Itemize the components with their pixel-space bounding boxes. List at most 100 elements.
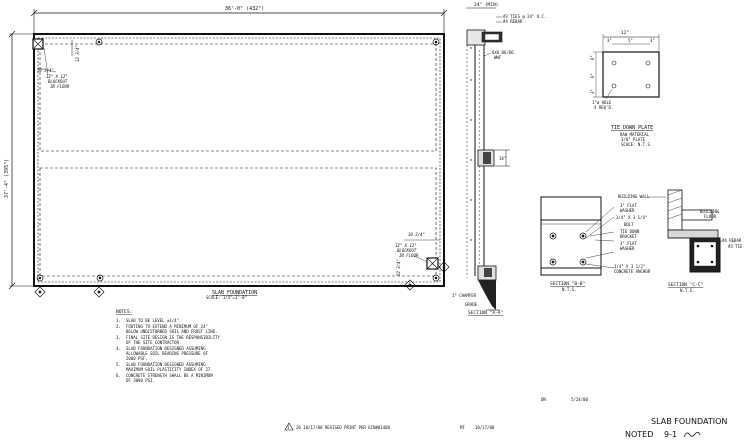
svg-text:3.: 3.: [116, 335, 121, 340]
scale-label: NOTED: [625, 430, 653, 439]
svg-text:TIE DOWN: TIE DOWN: [620, 229, 640, 234]
svg-text:6": 6": [590, 73, 595, 78]
blockout-bottom-right: 10 3/4" 12" X 12" BLOCKOUT IN FLOOR 22 3…: [395, 232, 440, 276]
svg-text:RAW MATERIAL: RAW MATERIAL: [620, 132, 649, 137]
revision-text: 20 10/17/00 REVISED PRINT PER ECN#01488: [296, 425, 391, 430]
svg-text:#4 REBAR: #4 REBAR: [722, 238, 742, 243]
general-notes: NOTES: 1. SLAB TO BE LEVEL ±1/4" 2. FOOT…: [116, 309, 221, 383]
svg-text:1"ø HOLE: 1"ø HOLE: [592, 100, 612, 105]
svg-text:18": 18": [499, 156, 506, 161]
tie-down-markers: [36, 38, 440, 282]
svg-text:BUILDING: BUILDING: [700, 209, 720, 214]
svg-text:5.: 5.: [116, 362, 121, 367]
section-b-labels: BUILDING WALL 3" FLAT WASHER 3/4" X 3 1/…: [614, 194, 666, 274]
svg-text:FINAL SITE DESIGN IS THE RESPO: FINAL SITE DESIGN IS THE RESPONSIBILITY: [126, 335, 221, 340]
svg-text:BUILDING WALL: BUILDING WALL: [618, 194, 650, 199]
svg-text:10/17/00: 10/17/00: [475, 425, 495, 430]
svg-text:10 3/4": 10 3/4": [408, 232, 425, 237]
notes-heading: NOTES:: [116, 309, 132, 315]
svg-text:3": 3": [607, 38, 612, 43]
svg-text:6X6 D6/D6: 6X6 D6/D6: [492, 50, 514, 55]
initials-signature: [683, 431, 701, 438]
svg-text:ALLOWABLE SOIL BEARING PRESSUR: ALLOWABLE SOIL BEARING PRESSURE OF: [126, 351, 208, 356]
svg-text:OF THE SITE CONTRACTOR.: OF THE SITE CONTRACTOR.: [126, 340, 181, 345]
svg-text:WWF: WWF: [494, 55, 502, 60]
slab-plan: 36'-0" (432") 37'-4" (395"): [4, 6, 450, 300]
drawn-by: DN: [541, 397, 546, 402]
svg-text:BLOCKOUT: BLOCKOUT: [48, 79, 68, 84]
svg-text:CONCRETE ANCHOR: CONCRETE ANCHOR: [614, 269, 651, 274]
svg-text:GRADE: GRADE: [465, 302, 478, 307]
notes-list: 1. SLAB TO BE LEVEL ±1/4" 2. FOOTING TO …: [116, 318, 221, 383]
svg-text:24" (MIN): 24" (MIN): [474, 2, 498, 8]
svg-text:IN FLOOR: IN FLOOR: [50, 84, 70, 89]
plate-outline: [602, 51, 660, 98]
title-block: DN 5/24/00 1 20 10/17/00 REVISED PRINT P…: [284, 397, 727, 439]
svg-text:12 3/4": 12 3/4": [75, 45, 80, 62]
tie-down-plate: 12" 3" 5" 3" 6" 6" 3" 1"ø HOLE 4 REQ'D. …: [590, 30, 660, 147]
svg-text:BLOCKOUT: BLOCKOUT: [397, 248, 417, 253]
svg-text:3/4" X 3 1/4": 3/4" X 3 1/4": [616, 215, 647, 220]
svg-text:6": 6": [590, 55, 595, 60]
svg-text:12": 12": [621, 30, 629, 36]
footing-panel-lower: [39, 167, 437, 277]
svg-text:2.: 2.: [116, 324, 121, 329]
section-b: SECTION "B-B" N.T.S.: [540, 196, 615, 292]
drawing-title: SLAB FOUNDATION: [651, 417, 727, 426]
section-b-title: SECTION "B-B": [550, 281, 585, 287]
svg-text:2000 PSF.: 2000 PSF.: [126, 356, 148, 361]
svg-text:OF 3000 PSI.: OF 3000 PSI.: [126, 378, 155, 383]
svg-text:BOLT: BOLT: [624, 222, 634, 227]
footing-panel-upper: [39, 43, 437, 152]
svg-text:1: 1: [287, 425, 290, 430]
svg-text:MAXIMUM SOIL PLASTICITY INDEX: MAXIMUM SOIL PLASTICITY INDEX OF 27.: [126, 367, 213, 372]
svg-text:#4 REBAR: #4 REBAR: [503, 19, 523, 24]
svg-text:22 3/4": 22 3/4": [396, 259, 401, 276]
svg-text:N.T.S.: N.T.S.: [680, 288, 694, 293]
svg-text:10 3/4": 10 3/4": [37, 68, 54, 73]
svg-text:3": 3": [650, 38, 655, 43]
svg-text:#3 TIES @ 24" O.C.: #3 TIES @ 24" O.C.: [503, 14, 546, 19]
svg-text:3" FLAT: 3" FLAT: [620, 241, 637, 246]
revision-triangle: [284, 422, 294, 431]
plan-scale: SCALE: 1/4"=1'-0": [206, 295, 247, 300]
svg-text:SLAB TO BE LEVEL ±1/4": SLAB TO BE LEVEL ±1/4": [126, 318, 179, 323]
sheet-number: 9-1: [664, 430, 677, 439]
tie-plate-title: TIE DOWN PLATE: [611, 125, 653, 131]
svg-text:FLOOR: FLOOR: [704, 214, 717, 219]
svg-text:4 REQ'D.: 4 REQ'D.: [594, 105, 613, 110]
svg-text:1.: 1.: [116, 318, 121, 323]
plan-title: SLAB FOUNDATION: [212, 290, 257, 296]
svg-text:BELOW UNDISTURBED SOIL AND FRO: BELOW UNDISTURBED SOIL AND FROST LINE.: [126, 329, 218, 334]
svg-text:N.T.S.: N.T.S.: [562, 287, 576, 292]
svg-text:3" FLAT: 3" FLAT: [620, 203, 637, 208]
svg-text:FOOTING TO EXTEND A MINIMUM OF: FOOTING TO EXTEND A MINIMUM OF 24": [126, 324, 208, 329]
anchor-diamonds: [34, 261, 450, 298]
svg-text:3/8" PLATE: 3/8" PLATE: [621, 137, 646, 142]
svg-text:6.: 6.: [116, 373, 121, 378]
svg-text:12" X 12": 12" X 12": [395, 243, 417, 248]
svg-text:SCALE: N.T.S.: SCALE: N.T.S.: [621, 142, 652, 147]
svg-text:SLAB FOUNDATION DESIGNED ASSUM: SLAB FOUNDATION DESIGNED ASSUMING: [126, 362, 206, 367]
slab-inner-edge: [37, 37, 441, 283]
svg-text:12" X 12": 12" X 12": [46, 74, 68, 79]
svg-text:1" CHAMFER: 1" CHAMFER: [452, 293, 477, 298]
section-c-title: SECTION "C-C": [668, 282, 703, 288]
section-a: 24" (MIN) 18" #3 TIES @ 24" O.C. #4 REBA…: [452, 2, 546, 316]
section-c: BUILDING FLOOR #4 REBAR #3 TIE SECTION "…: [667, 189, 743, 293]
slab-outline: [33, 33, 445, 287]
svg-text:CONCRETE STRENGTH SHALL BE A M: CONCRETE STRENGTH SHALL BE A MINIMUM: [126, 373, 213, 378]
blockout-top-left: 12 3/4" 10 3/4" 12" X 12" BLOCKOUT IN FL…: [32, 38, 80, 89]
svg-text:BRACKET: BRACKET: [620, 234, 637, 239]
svg-text:WASHER: WASHER: [620, 208, 635, 213]
length-dimension-text: 37'-4" (395"): [4, 159, 10, 198]
svg-text:3/4" X 3 1/2": 3/4" X 3 1/2": [614, 264, 645, 269]
svg-text:#3 TIE: #3 TIE: [728, 244, 743, 249]
svg-text:5": 5": [628, 38, 633, 43]
svg-text:IN FLOOR: IN FLOOR: [399, 253, 419, 258]
width-dimension-text: 36'-0" (432"): [225, 6, 264, 12]
svg-text:WASHER: WASHER: [620, 246, 635, 251]
svg-text:SLAB FOUNDATION DESIGNED ASSUM: SLAB FOUNDATION DESIGNED ASSUMING: [126, 346, 206, 351]
